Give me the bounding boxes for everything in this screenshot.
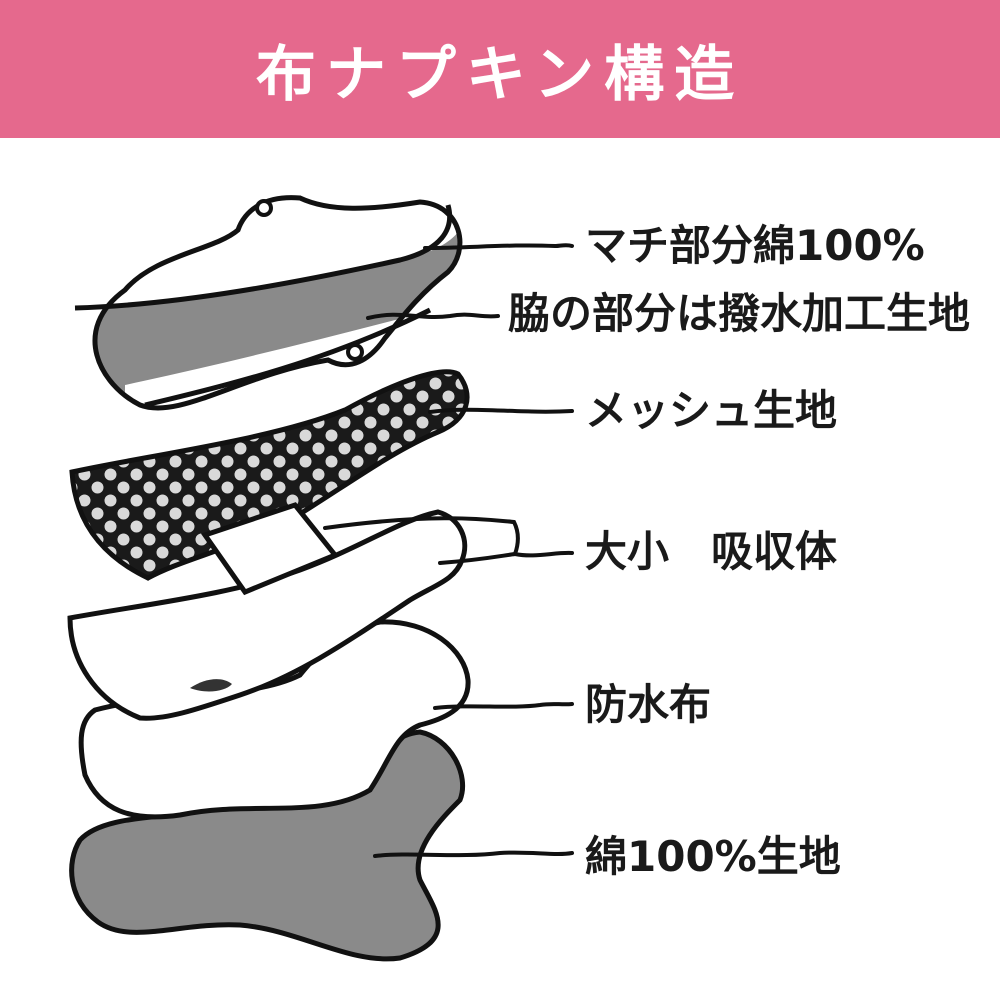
label-mesh: メッシュ生地: [585, 386, 838, 435]
leader-line-wings: [366, 312, 500, 320]
leader-line-gusset: [423, 243, 574, 250]
leader-line-absorbent: [323, 516, 574, 565]
snap-button-icon: [255, 199, 273, 217]
leader-line-cotton-base: [373, 850, 574, 858]
leader-line-waterproof: [433, 702, 574, 710]
label-gusset: マチ部分綿100%: [585, 221, 925, 270]
snap-button-icon: [346, 343, 364, 361]
waterproof-layer: [78, 619, 471, 820]
leader-line-mesh: [428, 407, 574, 414]
title-banner: 布ナプキン構造: [0, 0, 1000, 138]
label-wings: 脇の部分は撥水加工生地: [508, 289, 971, 338]
mesh-layer: [69, 369, 470, 581]
label-waterproof: 防水布: [585, 680, 712, 729]
page-title: 布ナプキン構造: [255, 39, 745, 110]
label-absorbent: 大小 吸収体: [585, 527, 838, 576]
absorbent-core-small: [201, 502, 340, 596]
label-cotton-base: 綿100%生地: [585, 832, 841, 881]
